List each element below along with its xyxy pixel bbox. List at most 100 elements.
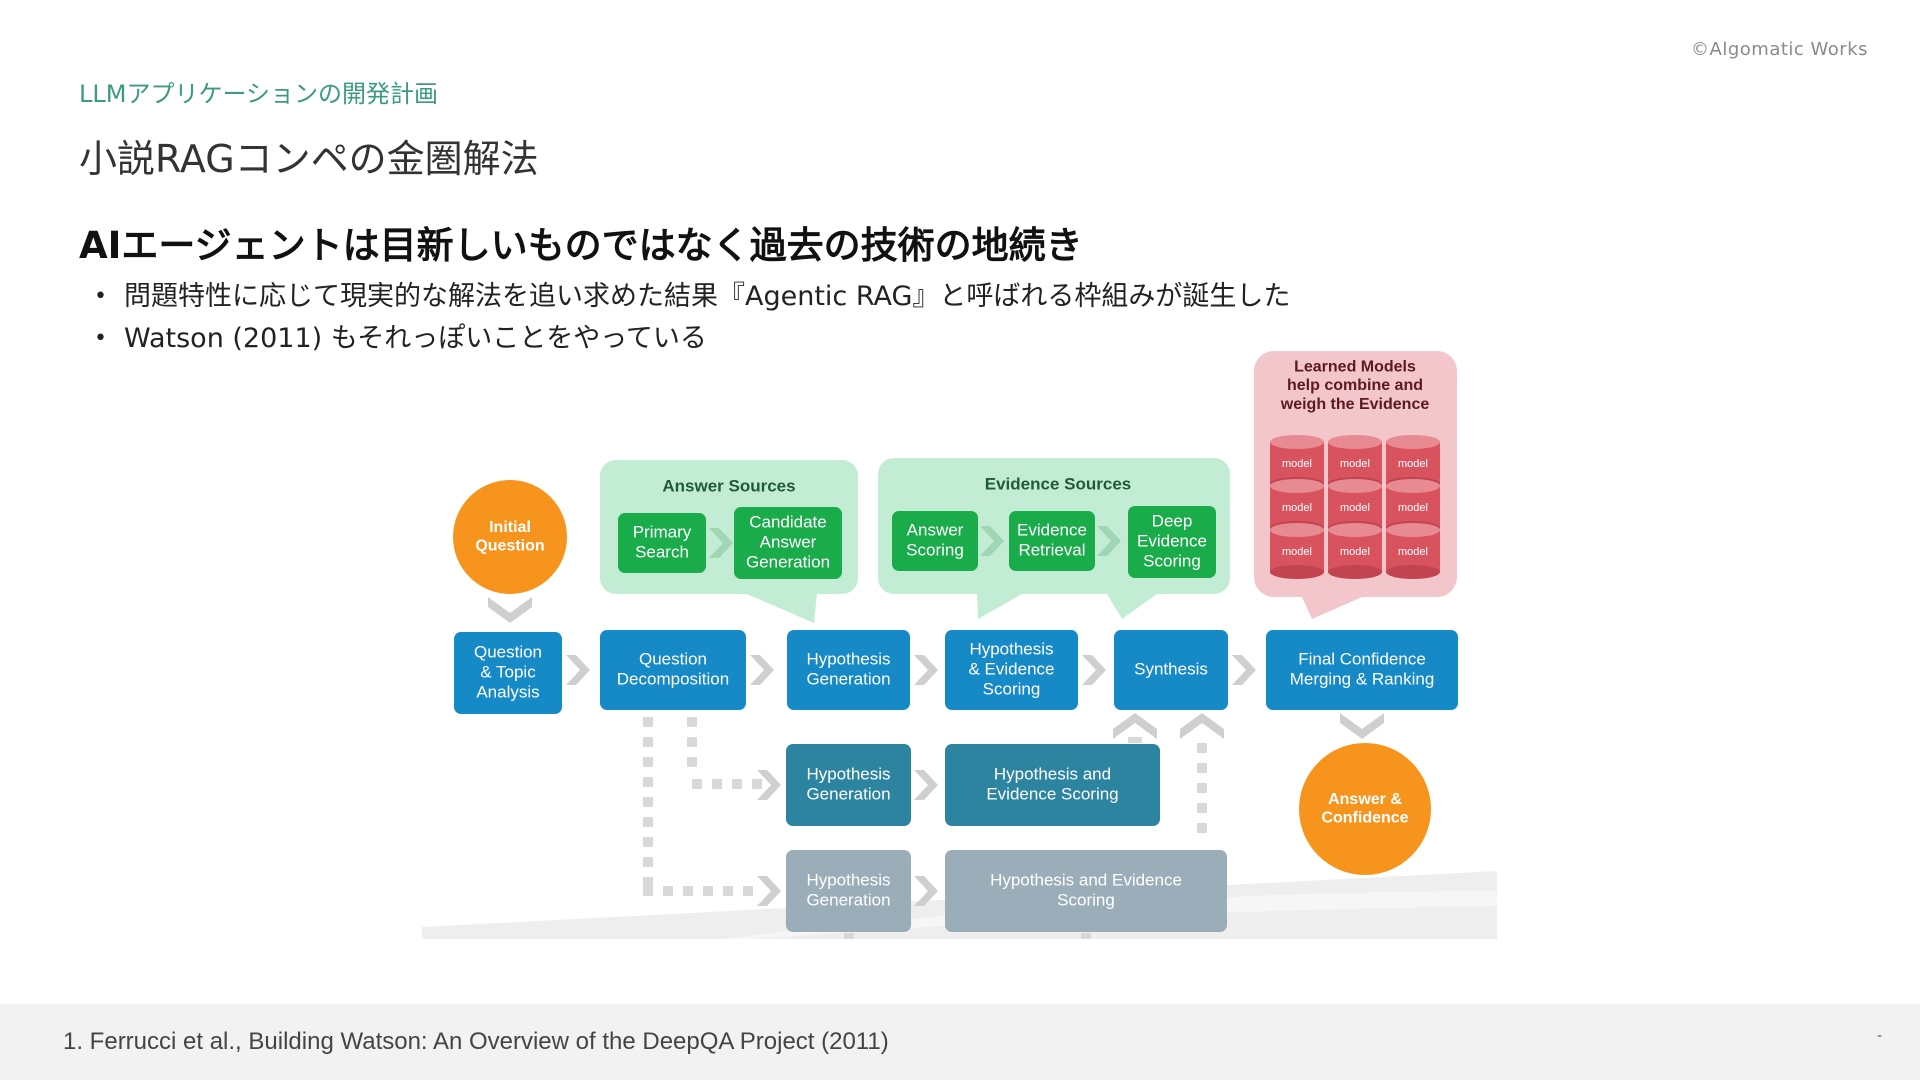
deep-evidence-scoring-box-label: Scoring <box>1143 552 1201 571</box>
dashed-connector <box>1081 933 1091 939</box>
pipeline-step-4-label: Scoring <box>983 680 1041 699</box>
footnote: 1. Ferrucci et al., Building Watson: An … <box>63 1028 889 1055</box>
bullet-marker: • <box>94 284 107 309</box>
model-cylinder <box>1270 479 1324 493</box>
answer-scoring-box <box>892 511 978 571</box>
pipeline-step-4-label: & Evidence <box>969 659 1055 678</box>
model-cylinder <box>1386 435 1440 449</box>
hypothesis-generation-row3 <box>786 850 911 932</box>
dashed-connector <box>1197 803 1207 813</box>
dashed-connector <box>663 886 673 896</box>
dashed-connector <box>643 737 653 747</box>
model-label: model <box>1398 546 1428 558</box>
dashed-connector <box>1128 737 1142 743</box>
flow-arrow <box>1082 655 1106 685</box>
dashed-connector <box>643 777 653 787</box>
dashed-connector <box>1197 763 1207 773</box>
candidate-answer-generation-box-label: Candidate <box>749 512 827 531</box>
initial-question-label: Initial <box>489 519 531 536</box>
model-cylinder <box>1270 523 1324 537</box>
flow-arrow <box>914 876 938 906</box>
flow-arrow <box>757 770 781 800</box>
initial-question-circle <box>453 480 567 594</box>
watson-deepqa-diagram: Answer SourcesPrimarySearchCandidateAnsw… <box>422 351 1497 939</box>
model-cylinder <box>1386 479 1440 493</box>
candidate-answer-generation-box-label: Answer <box>760 532 817 551</box>
answer-sources-title: Answer Sources <box>662 476 795 495</box>
flow-arrow <box>750 655 774 685</box>
footer-bar <box>0 1004 1920 1080</box>
flow-arrow-down <box>488 597 532 623</box>
model-cylinder <box>1328 523 1382 537</box>
pipeline-step-2 <box>600 630 746 710</box>
learned-models-title: help combine and <box>1287 377 1423 394</box>
dashed-connector <box>1197 743 1207 753</box>
evidence-sources-pointer <box>1107 594 1157 619</box>
dashed-connector <box>683 886 693 896</box>
model-label: model <box>1398 458 1428 470</box>
dashed-connector <box>643 877 653 887</box>
dashed-connector <box>703 886 713 896</box>
dashed-connector <box>643 797 653 807</box>
pipeline-step-1 <box>454 632 562 714</box>
hypothesis-generation-row3-label: Hypothesis <box>806 870 890 889</box>
page-title: 小説RAGコンペの金圏解法 <box>79 137 539 181</box>
model-label: model <box>1282 546 1312 558</box>
deep-evidence-scoring-box-label: Evidence <box>1137 531 1207 550</box>
model-cylinder <box>1328 435 1382 449</box>
dashed-connector <box>643 837 653 847</box>
dashed-connector <box>752 779 762 789</box>
hypothesis-evidence-scoring-row3-label: Scoring <box>1057 891 1115 910</box>
learned-models-pointer <box>1302 597 1362 619</box>
model-label: model <box>1282 458 1312 470</box>
hypothesis-generation-row2-label: Generation <box>806 785 890 804</box>
flow-arrow <box>914 770 938 800</box>
dashed-connector <box>1197 783 1207 793</box>
dashed-connector <box>732 779 742 789</box>
model-cylinder <box>1270 565 1324 579</box>
dashed-connector <box>687 717 697 727</box>
pipeline-step-6-label: Merging & Ranking <box>1290 670 1435 689</box>
initial-question-label: Question <box>475 538 544 555</box>
deep-evidence-scoring-box <box>1128 506 1216 578</box>
pipeline-step-4-label: Hypothesis <box>969 639 1053 658</box>
answer-scoring-box-label: Answer <box>907 520 964 539</box>
answer-confidence-circle <box>1299 743 1431 875</box>
pipeline-step-3 <box>787 630 910 710</box>
hypothesis-evidence-scoring-row3 <box>945 850 1227 932</box>
flow-arrow <box>914 655 938 685</box>
model-label: model <box>1282 502 1312 514</box>
pipeline-step-4 <box>945 630 1078 710</box>
dashed-connector <box>743 886 753 896</box>
model-label: model <box>1340 458 1370 470</box>
page-number: - <box>1876 1028 1882 1044</box>
pipeline-step-1-label: Analysis <box>476 683 539 702</box>
bullet-text: 問題特性に応じて現実的な解法を追い求めた結果『Agentic RAG』と呼ばれる… <box>124 281 1291 312</box>
dashed-connector <box>643 817 653 827</box>
answer-confidence-label: Answer & <box>1328 791 1402 808</box>
evidence-sources-pointer <box>977 594 1022 619</box>
headline: AIエージェントは目新しいものではなく過去の技術の地続き <box>79 224 1083 267</box>
deep-evidence-scoring-box-label: Deep <box>1152 511 1193 530</box>
evidence-retrieval-box-label: Retrieval <box>1018 541 1085 560</box>
hypothesis-generation-row2 <box>786 744 911 826</box>
hypothesis-generation-row3-label: Generation <box>806 891 890 910</box>
answer-confidence-label: Confidence <box>1321 810 1408 827</box>
answer-scoring-box-label: Scoring <box>906 541 964 560</box>
evidence-retrieval-box-label: Evidence <box>1017 520 1087 539</box>
model-label: model <box>1340 502 1370 514</box>
candidate-answer-generation-box-label: Generation <box>746 553 830 572</box>
bullet-item: • Watson (2011) もそれっぽいことをやっている <box>94 318 1290 360</box>
flow-arrow-up <box>1113 713 1157 739</box>
model-label: model <box>1398 502 1428 514</box>
hypothesis-evidence-scoring-row2-label: Hypothesis and <box>994 764 1111 783</box>
dashed-connector <box>723 886 733 896</box>
answer-sources-pointer <box>747 594 817 623</box>
model-cylinder <box>1270 435 1324 449</box>
dashed-connector <box>643 857 653 867</box>
dashed-connector <box>1197 823 1207 833</box>
flow-arrow <box>757 876 781 906</box>
primary-search-box-label: Primary <box>633 522 692 541</box>
flow-arrow-up <box>1180 713 1224 739</box>
primary-search-box <box>618 513 706 573</box>
